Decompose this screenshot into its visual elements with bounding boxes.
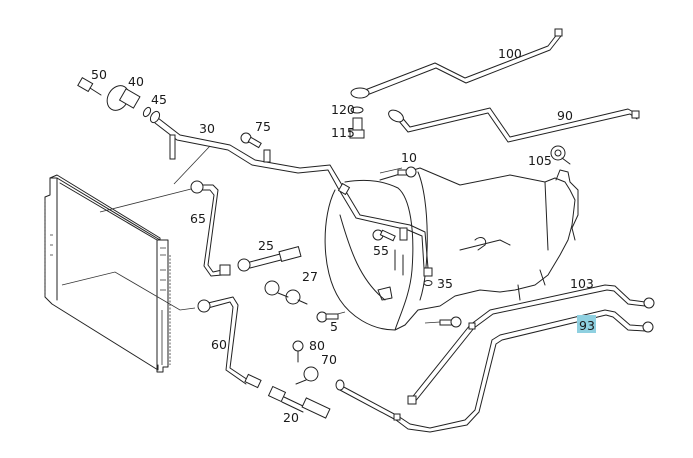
oil-line-100 bbox=[350, 28, 563, 99]
seal-ring-120 bbox=[350, 106, 364, 114]
label-115[interactable]: 115 bbox=[331, 125, 355, 140]
leader-lines bbox=[61, 145, 441, 324]
label-75[interactable]: 75 bbox=[255, 119, 271, 134]
label-5[interactable]: 5 bbox=[330, 319, 338, 334]
bolt-80 bbox=[292, 340, 304, 363]
double-clamp-27 bbox=[264, 280, 308, 305]
clamp-105 bbox=[550, 145, 571, 165]
bolt-10 bbox=[397, 166, 417, 178]
label-20[interactable]: 20 bbox=[283, 410, 299, 425]
label-25[interactable]: 25 bbox=[258, 238, 274, 253]
label-80[interactable]: 80 bbox=[309, 338, 325, 353]
cooler-line-60 bbox=[197, 296, 262, 389]
dipstick-tube bbox=[154, 117, 429, 269]
oil-line-103 bbox=[407, 284, 655, 405]
label-40[interactable]: 40 bbox=[128, 74, 144, 89]
plug-50 bbox=[77, 76, 102, 96]
label-100[interactable]: 100 bbox=[498, 46, 522, 61]
label-70[interactable]: 70 bbox=[321, 352, 337, 367]
bolt-75 bbox=[240, 132, 262, 149]
label-120[interactable]: 120 bbox=[331, 102, 355, 117]
label-60[interactable]: 60 bbox=[211, 337, 227, 352]
label-30[interactable]: 30 bbox=[199, 121, 215, 136]
label-105[interactable]: 105 bbox=[528, 153, 552, 168]
cooler-line-65 bbox=[190, 180, 231, 277]
label-50[interactable]: 50 bbox=[91, 67, 107, 82]
label-10[interactable]: 10 bbox=[401, 150, 417, 165]
washer-35 bbox=[423, 267, 433, 286]
cap-40 bbox=[106, 85, 141, 111]
label-65[interactable]: 65 bbox=[190, 211, 206, 226]
bolt-5 bbox=[316, 311, 339, 323]
transmission-housing bbox=[324, 167, 579, 331]
seal-ring-45 bbox=[142, 106, 161, 124]
banjo-bolt-115 bbox=[349, 117, 365, 139]
label-27[interactable]: 27 bbox=[302, 269, 318, 284]
hose-connector-20 bbox=[267, 385, 331, 419]
bolt-55 bbox=[372, 229, 396, 242]
label-93[interactable]: 93 bbox=[579, 318, 595, 333]
label-45[interactable]: 45 bbox=[151, 92, 167, 107]
highlight-93 bbox=[577, 315, 596, 333]
bolt bbox=[439, 316, 462, 328]
oil-line-93 bbox=[335, 309, 654, 433]
label-35[interactable]: 35 bbox=[437, 276, 453, 291]
clamp-70 bbox=[295, 366, 319, 385]
label-90[interactable]: 90 bbox=[557, 108, 573, 123]
radiator bbox=[44, 174, 171, 373]
label-103[interactable]: 103 bbox=[570, 276, 594, 291]
oil-line-90 bbox=[388, 107, 640, 143]
label-55[interactable]: 55 bbox=[373, 243, 389, 258]
hose-connector-25 bbox=[237, 245, 302, 272]
